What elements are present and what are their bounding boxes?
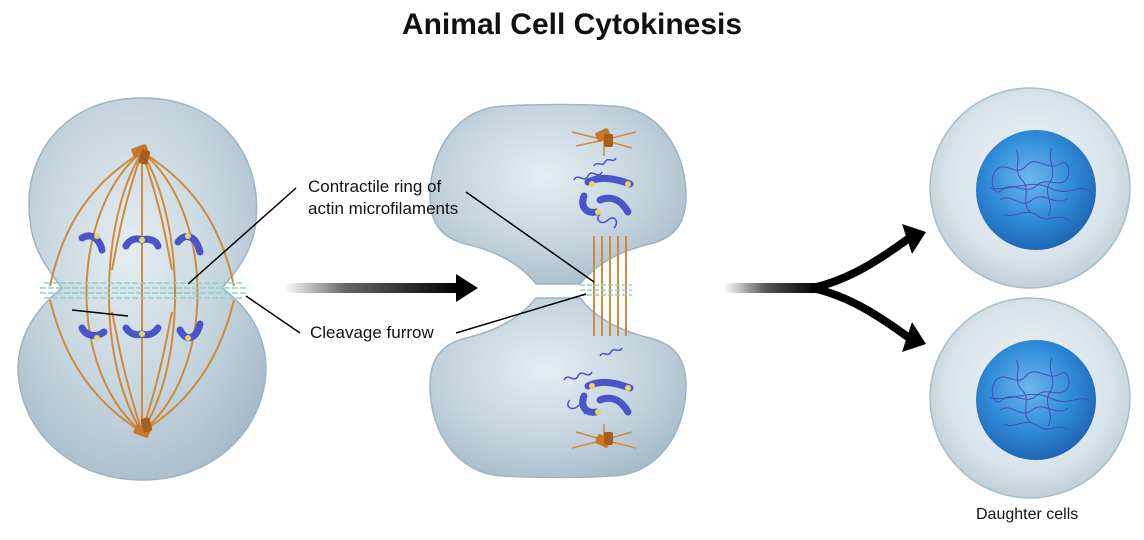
diagram-title: Animal Cell Cytokinesis <box>401 8 743 41</box>
centrosome-bottom <box>133 417 153 438</box>
arrow-stage-1-to-2 <box>284 274 478 302</box>
spindle-remnant <box>593 236 627 336</box>
contractile-ring-label-line2: actin microfilaments <box>308 199 459 218</box>
contractile-ring <box>40 282 248 299</box>
daughter-cell-top <box>929 87 1131 289</box>
contractile-ring-constricted <box>580 284 632 296</box>
chromatin-threads <box>989 357 1091 431</box>
contractile-ring-label-line1: Contractile ring of <box>308 177 442 196</box>
chromatin-threads <box>989 147 1091 221</box>
leader-lines <box>71 187 595 334</box>
centrosome-bottom-2 <box>571 424 637 449</box>
daughter-cells-label: Daughter cells <box>976 506 1079 523</box>
centrosome-top <box>131 144 151 165</box>
furrowing-cell <box>429 103 687 479</box>
arrow-stage-2-to-daughters <box>724 224 926 352</box>
anaphase-cell <box>17 97 267 481</box>
kinetochores <box>94 233 191 341</box>
centrosome-top-2 <box>571 128 637 156</box>
daughter-cell-bottom <box>929 297 1131 499</box>
spindle-fibers <box>49 151 235 433</box>
cleavage-furrow-label: Cleavage furrow <box>310 323 434 342</box>
